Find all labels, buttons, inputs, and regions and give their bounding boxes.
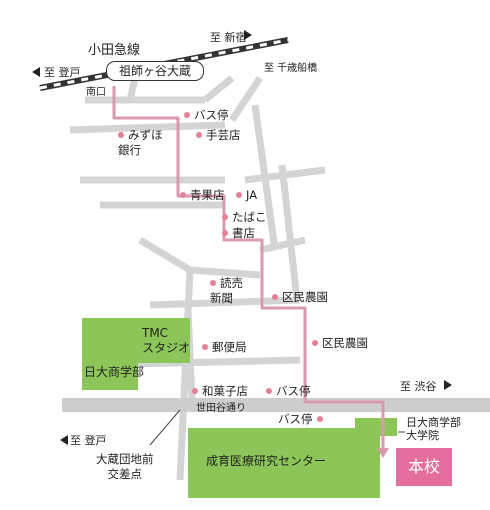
nichidai-commerce-area (82, 318, 138, 390)
tmc-studio-area (138, 318, 190, 363)
railway-line-name: 小田急線 (88, 43, 141, 58)
tmc-studio-label: TMC スタジオ (142, 326, 191, 355)
arrow-left-icon (32, 67, 40, 77)
poi-dot (222, 230, 228, 236)
poi-mizuho-bank: みずほ 銀行 (118, 128, 163, 158)
poi-handicraft-shop: 手芸店 (196, 128, 241, 143)
nichidai-commerce-label: 日大商学部 (84, 365, 145, 379)
poi-tobacco: たばこ (222, 210, 267, 225)
arrow-right-icon (244, 30, 252, 40)
poi-greengrocer: 青果店 (180, 188, 225, 203)
poi-bookstore: 書店 (222, 226, 255, 241)
poi-dot (118, 132, 124, 138)
poi-bus-stop-2: バス停 (266, 384, 311, 399)
poi-dot (202, 344, 208, 350)
poi-dot (236, 192, 242, 198)
poi-dot (192, 388, 198, 394)
honko-label: 本校 (396, 448, 452, 486)
poi-bus-stop-3: バス停 (278, 412, 323, 427)
direction-to-chitose-funabashi: 至 千歳船橋 (264, 63, 318, 74)
poi-label: 手芸店 (206, 128, 241, 142)
arrow-right-icon (444, 380, 452, 390)
direction-to-noborito-bottom: 至 登戸 (70, 434, 107, 447)
direction-to-shibuya: 至 渋谷 (400, 380, 437, 393)
poi-label: 区民農園 (282, 290, 328, 304)
south-exit-label: 南口 (86, 87, 106, 98)
intersection-leader-line (149, 409, 181, 446)
poi-bus-stop-1: バス停 (184, 108, 229, 123)
poi-dot (272, 294, 278, 300)
poi-dot (222, 214, 228, 220)
poi-ja: JA (236, 188, 257, 203)
station-name: 祖師ヶ谷大蔵 (106, 61, 204, 81)
poi-farm-1: 区民農園 (272, 290, 328, 305)
seiiku-center-area (188, 428, 380, 498)
poi-dot (266, 388, 272, 394)
poi-dot (184, 112, 190, 118)
poi-label: バス停 (276, 384, 311, 398)
poi-dot (210, 280, 216, 286)
poi-label: バス停 (278, 412, 313, 426)
poi-dot (180, 192, 186, 198)
poi-dot (312, 340, 318, 346)
poi-label: 和菓子店 (202, 384, 248, 398)
poi-label: 書店 (232, 226, 255, 240)
poi-dot (196, 132, 202, 138)
poi-label: JA (246, 188, 258, 202)
setagaya-dori-label: 世田谷通り (196, 403, 246, 414)
seiiku-center-label: 成育医療研究センター (206, 454, 327, 468)
poi-dot (316, 416, 323, 422)
direction-to-shinjuku: 至 新宿 (210, 31, 247, 44)
route-arrowhead (377, 448, 389, 458)
poi-label: 区民農園 (322, 336, 368, 350)
grad-school-area (355, 418, 397, 436)
poi-label: みずほ 銀行 (118, 128, 163, 157)
poi-label: 青果店 (190, 188, 225, 202)
poi-label: たばこ (232, 210, 267, 224)
setagaya-dori-road (62, 398, 490, 412)
poi-yomiuri: 読売 新聞 (210, 276, 243, 306)
poi-post-office: 郵便局 (202, 340, 247, 355)
intersection-label: 大蔵団地前 交差点 (96, 452, 154, 481)
poi-confectionery: 和菓子店 (192, 384, 248, 399)
poi-farm-2: 区民農園 (312, 336, 368, 351)
poi-label: 読売 新聞 (210, 276, 243, 305)
grad-school-label: 日大商学部 大学院 (406, 416, 461, 442)
walking-route (112, 86, 385, 452)
direction-to-noborito-top: 至 登戸 (44, 66, 81, 79)
arrow-left-icon (60, 435, 68, 445)
poi-label: 郵便局 (212, 340, 247, 354)
poi-label: バス停 (194, 108, 229, 122)
